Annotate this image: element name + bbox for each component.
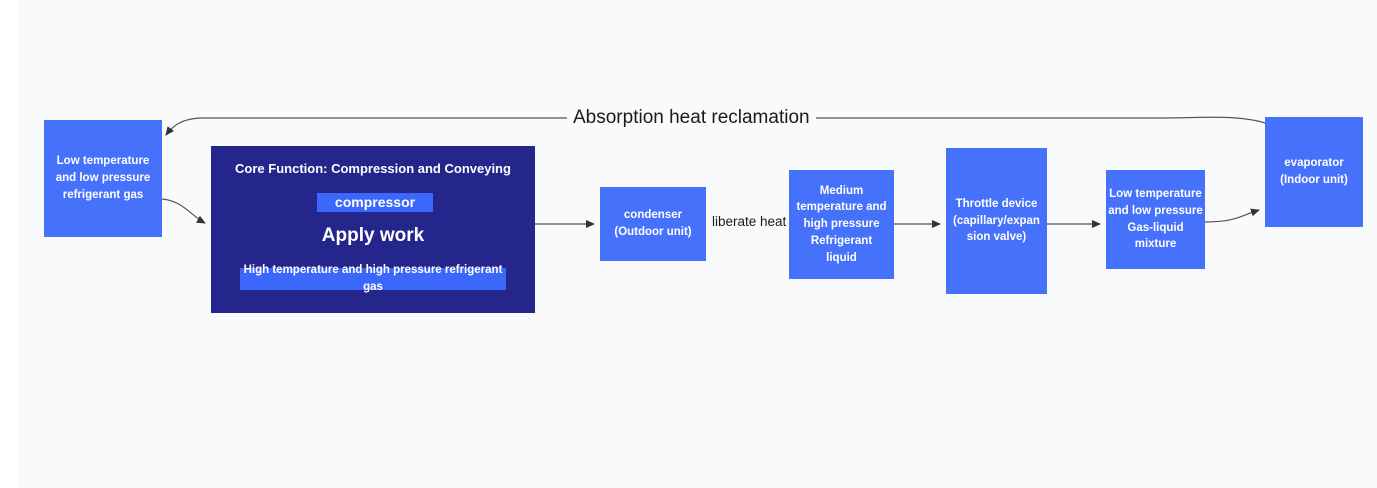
node-low-temperature-low-pressure-gas-liquid-mixture[interactable]: Low temperature and low pressure Gas-liq…: [1106, 170, 1205, 269]
node-line: high pressure: [803, 218, 880, 231]
node-line: Medium: [819, 184, 864, 197]
node-line: temperature and: [796, 201, 887, 214]
node-evaporator-indoor-unit[interactable]: evaporator (Indoor unit): [1265, 117, 1363, 227]
node-line: condenser: [623, 209, 683, 222]
node-line: Low temperature: [1109, 188, 1202, 201]
node-medium-temperature-high-pressure-refrigerant-liquid[interactable]: Medium temperature and high pressure Ref…: [789, 170, 894, 279]
node-line: evaporator: [1284, 157, 1344, 170]
node-throttle-device[interactable]: Throttle device (capillary/expan sion va…: [946, 148, 1047, 294]
left-margin-strip: [0, 0, 18, 488]
node-line: (Indoor unit): [1280, 174, 1348, 186]
node-line: sion valve): [966, 231, 1027, 244]
apply-work-label: Apply work: [321, 225, 425, 246]
node-core-function-container[interactable]: Core Function: Compression and Conveying…: [211, 146, 535, 313]
core-function-title: Core Function: Compression and Conveying: [235, 161, 511, 176]
node-line: (capillary/expan: [953, 214, 1040, 227]
node-line: refrigerant gas: [62, 188, 144, 201]
node-condenser-outdoor-unit[interactable]: condenser (Outdoor unit): [600, 187, 706, 261]
node-compressor[interactable]: compressor: [317, 193, 433, 212]
edge-evaporator-to-lowtempgas-return: [165, 116, 1269, 136]
node-line: Gas-liquid: [1127, 221, 1184, 234]
node-line: and low pressure: [1108, 204, 1203, 217]
node-line: mixture: [1134, 238, 1177, 251]
node-line: Refrigerant: [810, 234, 873, 247]
node-line: Throttle device: [955, 197, 1038, 210]
node-line: (Outdoor unit): [614, 226, 692, 238]
edge-lowtempgas-to-core: [161, 198, 206, 224]
node-line: Low temperature: [56, 155, 150, 168]
node-low-temperature-low-pressure-refrigerant-gas[interactable]: Low temperature and low pressure refrige…: [44, 120, 162, 237]
edge-label-liberate-heat: liberate heat: [712, 214, 787, 229]
edge-label-absorption-heat-reclamation: Absorption heat reclamation: [567, 107, 816, 129]
node-line: and low pressure: [55, 172, 151, 185]
edge-mixture-to-evaporator: [1204, 208, 1260, 223]
node-line: liquid: [826, 251, 857, 264]
node-high-temperature-high-pressure-refrigerant-gas[interactable]: High temperature and high pressure refri…: [240, 264, 506, 293]
